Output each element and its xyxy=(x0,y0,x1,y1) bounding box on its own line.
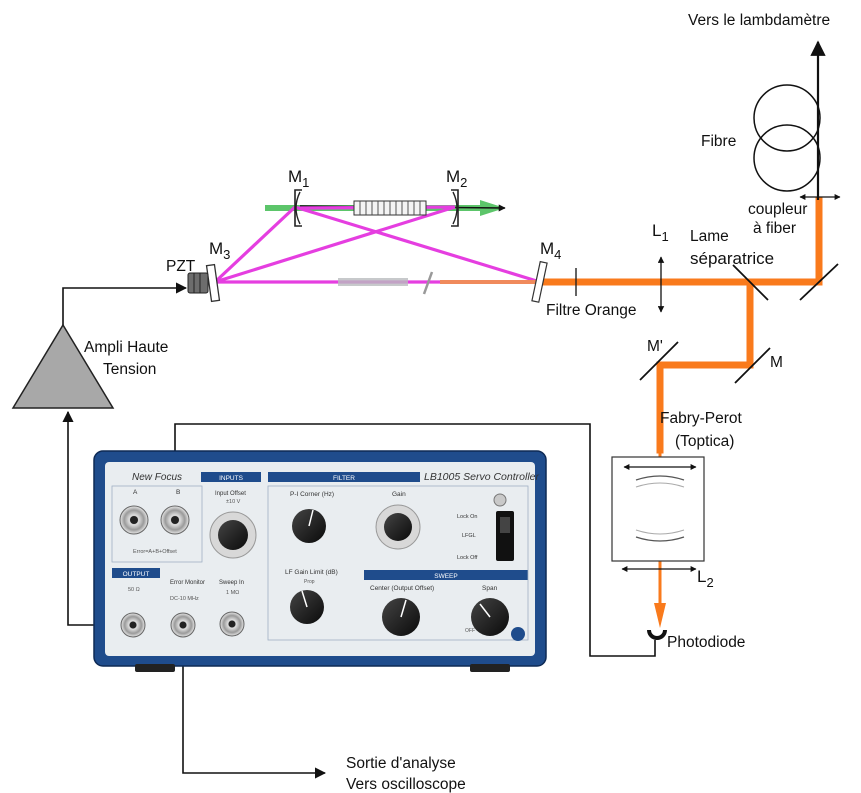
pi-corner-label: P-I Corner (Hz) xyxy=(290,491,334,498)
brand-logo: New Focus xyxy=(132,472,182,483)
label-m1: M1 xyxy=(288,167,309,190)
input-a-label: A xyxy=(133,489,138,496)
amplifier-triangle xyxy=(13,325,113,408)
span-off-label: OFF xyxy=(465,628,475,634)
error-monitor-label: Error Monitor xyxy=(170,580,205,586)
servo-controller: New Focus LB1005 Servo Controller INPUTS… xyxy=(94,451,546,672)
lf-gain-limit-label: LF Gain Limit (dB) xyxy=(285,569,338,576)
label-pzt: PZT xyxy=(166,258,196,275)
label-ampli-2: Tension xyxy=(103,361,156,378)
input-offset-label: Input Offset xyxy=(215,491,246,497)
label-l2: L2 xyxy=(697,567,714,590)
lfgl-label: LFGL xyxy=(462,533,476,539)
label-sortie-2: Vers oscilloscope xyxy=(346,776,466,793)
input-b-label: B xyxy=(176,489,180,496)
error-monitor-sub: DC-10 MHz xyxy=(170,596,199,602)
label-coupler-1: coupleur xyxy=(748,201,807,218)
span-label: Span xyxy=(482,585,498,592)
label-photodiode: Photodiode xyxy=(667,634,745,651)
label-lambdameter: Vers le lambdamètre xyxy=(688,12,830,29)
error-formula: Error=A+B+Offset xyxy=(133,549,177,555)
label-sortie-1: Sortie d'analyse xyxy=(346,755,456,772)
label-ampli-1: Ampli Haute xyxy=(84,339,168,356)
wire-amp-to-pzt xyxy=(63,288,186,325)
label-lame-1: Lame xyxy=(690,228,729,245)
center-label: Center (Output Offset) xyxy=(370,585,434,592)
label-m2: M2 xyxy=(446,167,467,190)
lock-indicator-led xyxy=(494,494,506,506)
label-fp-1: Fabry-Perot xyxy=(660,410,743,427)
orange-beam-tip xyxy=(654,603,666,628)
label-coupler-2: à fiber xyxy=(753,220,796,237)
sweep-header: SWEEP xyxy=(434,573,457,580)
label-filtre: Filtre Orange xyxy=(546,302,636,319)
fiber-coil xyxy=(754,85,820,191)
crystal-top xyxy=(354,201,426,215)
prop-label: Prop xyxy=(304,579,315,585)
sweep-in-sub: 1 MΩ xyxy=(226,590,239,596)
lock-on-label: Lock On xyxy=(457,514,477,520)
pzt-actuator xyxy=(188,273,208,293)
label-fibre: Fibre xyxy=(701,133,736,150)
label-m3: M3 xyxy=(209,239,230,262)
model-name: LB1005 Servo Controller xyxy=(424,471,539,483)
label-m-prime: M' xyxy=(647,338,663,355)
labels: Vers le lambdamètre Fibre coupleur à fib… xyxy=(84,12,830,793)
filter-header: FILTER xyxy=(333,475,355,482)
label-m4: M4 xyxy=(540,239,561,262)
info-badge xyxy=(511,627,525,641)
input-offset-range: ±10 V xyxy=(226,499,241,505)
label-fp-2: (Toptica) xyxy=(675,433,734,450)
label-m: M xyxy=(770,354,783,371)
gain-label: Gain xyxy=(392,491,406,498)
lock-off-label: Lock Off xyxy=(457,555,478,561)
output-sub-label: 50 Ω xyxy=(128,587,140,593)
inputs-header: INPUTS xyxy=(219,475,244,482)
fabry-perot-box xyxy=(612,457,704,561)
output-header: OUTPUT xyxy=(123,571,150,578)
label-l1: L1 xyxy=(652,221,669,244)
sweep-in-label: Sweep In xyxy=(219,580,244,586)
photodiode-icon xyxy=(647,630,667,640)
cavity-beams xyxy=(215,207,540,282)
label-lame-2: séparatrice xyxy=(690,249,774,268)
